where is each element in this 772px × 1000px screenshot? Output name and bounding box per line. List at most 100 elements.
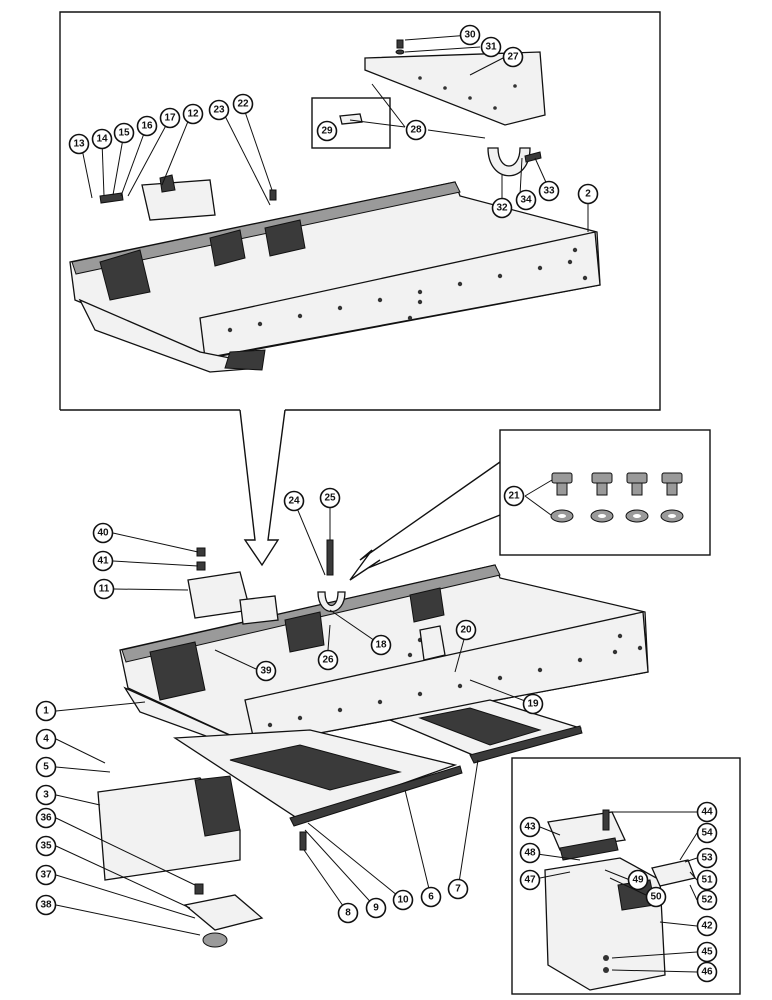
counterweight-drawing — [544, 809, 696, 991]
callout-12: 12 — [182, 103, 204, 125]
callout-45: 45 — [696, 941, 718, 963]
svg-text:18: 18 — [375, 640, 387, 651]
svg-text:39: 39 — [260, 666, 272, 677]
svg-text:47: 47 — [524, 875, 536, 886]
callout-3: 3 — [35, 784, 57, 806]
callout-41: 41 — [92, 550, 114, 572]
svg-text:41: 41 — [97, 556, 109, 567]
svg-text:2: 2 — [585, 189, 591, 200]
svg-text:17: 17 — [164, 113, 176, 124]
callout-2: 2 — [577, 183, 599, 205]
callout-31: 31 — [480, 36, 502, 58]
svg-text:25: 25 — [324, 493, 336, 504]
callout-30: 30 — [459, 24, 481, 46]
callout-49: 49 — [627, 869, 649, 891]
svg-text:19: 19 — [527, 699, 539, 710]
svg-text:37: 37 — [40, 870, 52, 881]
callout-32: 32 — [491, 197, 513, 219]
callout-25: 25 — [319, 487, 341, 509]
svg-text:50: 50 — [650, 892, 662, 903]
callout-23: 23 — [208, 99, 230, 121]
callout-42: 42 — [696, 915, 718, 937]
callout-33: 33 — [538, 180, 560, 202]
callout-15: 15 — [113, 122, 135, 144]
callout-6: 6 — [420, 886, 442, 908]
svg-text:10: 10 — [397, 895, 409, 906]
svg-text:43: 43 — [524, 822, 536, 833]
svg-text:26: 26 — [322, 655, 334, 666]
svg-text:27: 27 — [507, 52, 519, 63]
counterweight-inset-frame — [511, 757, 741, 995]
svg-text:46: 46 — [701, 967, 713, 978]
callout-5: 5 — [35, 756, 57, 778]
svg-text:40: 40 — [97, 528, 109, 539]
svg-text:11: 11 — [99, 584, 110, 595]
svg-text:1: 1 — [43, 706, 49, 717]
callout-7: 7 — [447, 878, 469, 900]
callout-54: 54 — [696, 822, 718, 844]
callout-22: 22 — [232, 93, 254, 115]
svg-text:32: 32 — [496, 203, 508, 214]
callout-52: 52 — [696, 889, 718, 911]
svg-text:45: 45 — [701, 947, 713, 958]
callout-38: 38 — [35, 894, 57, 916]
callout-43: 43 — [519, 816, 541, 838]
callout-48: 48 — [519, 842, 541, 864]
callout-35: 35 — [35, 835, 57, 857]
callout-17: 17 — [159, 107, 181, 129]
top-inset-frame — [59, 11, 661, 567]
svg-text:33: 33 — [543, 186, 555, 197]
callout-20: 20 — [455, 619, 477, 641]
callout-8: 8 — [337, 902, 359, 924]
callout-51: 51 — [696, 869, 718, 891]
callout-16: 16 — [136, 115, 158, 137]
svg-text:12: 12 — [187, 109, 199, 120]
svg-text:3: 3 — [43, 790, 49, 801]
svg-text:20: 20 — [460, 625, 472, 636]
callout-21: 21 — [503, 485, 525, 507]
svg-text:51: 51 — [701, 875, 713, 886]
callout-13: 13 — [68, 133, 90, 155]
svg-text:30: 30 — [464, 30, 476, 41]
svg-text:8: 8 — [345, 908, 351, 919]
callout-1: 1 — [35, 700, 57, 722]
main-frame-drawing — [97, 539, 649, 948]
svg-text:22: 22 — [237, 99, 249, 110]
leader-lines — [55, 34, 698, 973]
svg-text:35: 35 — [40, 841, 52, 852]
svg-text:14: 14 — [96, 134, 108, 145]
svg-text:21: 21 — [508, 491, 520, 502]
svg-text:29: 29 — [321, 126, 333, 137]
callout-4: 4 — [35, 728, 57, 750]
svg-text:42: 42 — [701, 921, 713, 932]
svg-text:44: 44 — [701, 807, 713, 818]
svg-text:48: 48 — [524, 848, 536, 859]
svg-text:23: 23 — [213, 105, 225, 116]
svg-text:31: 31 — [485, 42, 497, 53]
svg-text:52: 52 — [701, 895, 713, 906]
washer-inset-frame — [349, 429, 711, 581]
svg-text:5: 5 — [43, 762, 49, 773]
svg-text:54: 54 — [701, 828, 713, 839]
top-frame-drawing — [69, 39, 601, 373]
callout-39: 39 — [255, 660, 277, 682]
callout-10: 10 — [392, 889, 414, 911]
callout-40: 40 — [92, 522, 114, 544]
callout-9: 9 — [365, 897, 387, 919]
svg-text:53: 53 — [701, 853, 713, 864]
callout-34: 34 — [515, 189, 537, 211]
svg-text:13: 13 — [73, 139, 85, 150]
callout-28: 28 — [405, 119, 427, 141]
svg-text:9: 9 — [373, 903, 379, 914]
callout-29: 29 — [316, 120, 338, 142]
callout-11: 11 — [93, 578, 115, 600]
callout-50: 50 — [645, 886, 667, 908]
svg-text:6: 6 — [428, 892, 434, 903]
svg-text:24: 24 — [288, 496, 300, 507]
callout-44: 44 — [696, 801, 718, 823]
svg-text:49: 49 — [632, 875, 644, 886]
callout-36: 36 — [35, 807, 57, 829]
washer-set-21 — [550, 472, 684, 523]
svg-text:16: 16 — [141, 121, 153, 132]
